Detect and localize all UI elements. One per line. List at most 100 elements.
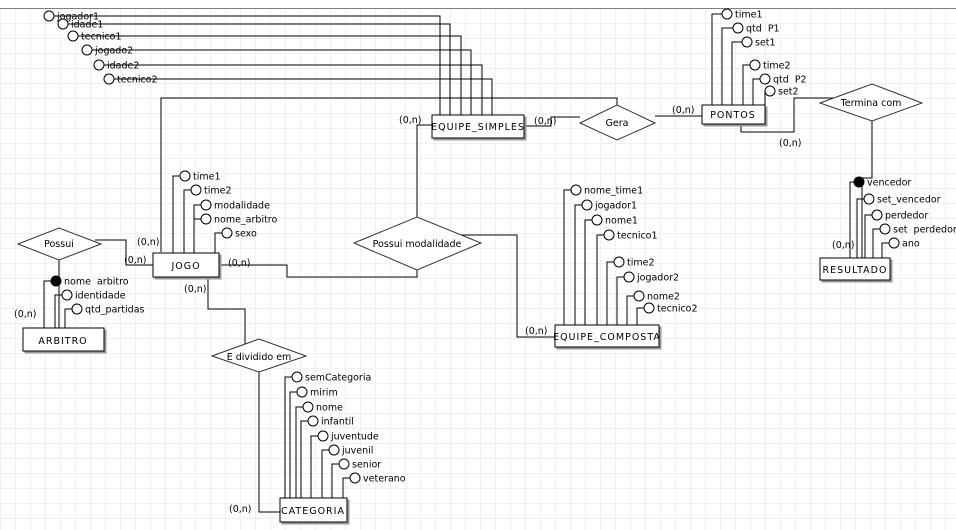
attribute-icon xyxy=(81,44,93,56)
attribute-label: jogador1 xyxy=(594,201,637,212)
entity-arbitro[interactable]: ARBITRO xyxy=(22,327,105,352)
line-jogo-possuimod xyxy=(219,264,418,278)
attribute-equipe_composta[interactable]: tecnico1 xyxy=(596,229,658,325)
entity-categoria[interactable]: CATEGORIA xyxy=(279,497,348,523)
attribute-label: juventude xyxy=(330,432,379,443)
entity-pontos[interactable]: PONTOS xyxy=(701,104,766,125)
attribute-label: time1 xyxy=(735,10,763,21)
relationship-possui-modalidade[interactable]: Possui modalidade xyxy=(352,216,483,271)
attribute-equipe_composta[interactable]: nome_time1 xyxy=(563,184,643,325)
relationship-gera[interactable]: Gera xyxy=(578,104,657,141)
attribute-connector xyxy=(596,234,604,325)
attribute-connector xyxy=(193,218,201,253)
attribute-label: set_vencedor xyxy=(877,195,941,206)
attribute-connector xyxy=(183,189,191,253)
attribute-equipe_simples[interactable]: jogador1 xyxy=(43,10,441,115)
attribute-label: time2 xyxy=(204,186,232,197)
entity-equipe-composta[interactable]: EQUIPE_COMPOSTA xyxy=(553,324,661,348)
attribute-label: time2 xyxy=(627,258,655,269)
attribute-icon xyxy=(623,271,635,283)
attribute-equipe_composta[interactable]: nome2 xyxy=(626,290,680,325)
attribute-categoria[interactable]: nome xyxy=(295,401,343,498)
attribute-connector xyxy=(711,13,722,105)
entity-label: PONTOS xyxy=(710,110,756,121)
cardinality-jogo-possui: (0,n) xyxy=(124,255,147,266)
attribute-jogo[interactable]: time1 xyxy=(172,170,221,253)
attribute-connector xyxy=(193,204,201,253)
attribute-connector xyxy=(616,276,624,325)
attribute-connector xyxy=(214,232,222,253)
attribute-icon xyxy=(307,415,319,427)
cardinality-pontos-termina: (0,n) xyxy=(779,138,802,149)
attribute-arbitro[interactable]: qtd_partidas xyxy=(64,303,145,328)
attribute-connector xyxy=(864,214,872,258)
entity-equipe-simples[interactable]: EQUIPE_SIMPLES xyxy=(431,114,525,139)
attribute-equipe_composta[interactable]: nome1 xyxy=(584,214,638,325)
attribute-equipe_composta[interactable]: jogador1 xyxy=(574,199,637,325)
line-pontos-termina xyxy=(740,97,836,133)
attribute-label: tecnico1 xyxy=(81,32,122,43)
attribute-pontos[interactable]: set2 xyxy=(764,85,799,105)
relationship-termina-com[interactable]: Termina com xyxy=(818,83,924,122)
attribute-pontos[interactable]: time1 xyxy=(711,8,763,105)
attribute-label: nome_time1 xyxy=(584,186,643,197)
attribute-jogo[interactable]: time2 xyxy=(183,184,232,253)
entity-label: CATEGORIA xyxy=(281,506,345,517)
cardinality-equipe-composta: (0,n) xyxy=(525,326,548,337)
attribute-pontos[interactable]: set1 xyxy=(731,36,776,105)
attribute-categoria[interactable]: senior xyxy=(331,458,381,498)
attribute-resultado[interactable]: set_vencedor xyxy=(856,193,941,258)
attribute-jogo[interactable]: modalidade xyxy=(193,199,270,253)
attribute-icon xyxy=(863,193,875,205)
entity-jogo[interactable]: JOGO xyxy=(152,252,220,278)
attribute-label: qtd P1 xyxy=(746,24,780,35)
attribute-arbitro[interactable]: identidade xyxy=(54,289,126,328)
relationship-possui[interactable]: Possui xyxy=(16,227,103,261)
attribute-label: juvenil xyxy=(341,446,373,457)
attribute-categoria[interactable]: veterano xyxy=(342,472,406,498)
attribute-equipe_simples[interactable]: idade1 xyxy=(57,18,451,115)
attribute-jogo[interactable]: sexo xyxy=(214,227,257,253)
attribute-equipe_composta[interactable]: jogador2 xyxy=(616,271,679,325)
line-dividido-categoria xyxy=(258,372,280,513)
attribute-categoria[interactable]: semCategoria xyxy=(284,371,371,498)
attribute-connector xyxy=(849,181,854,258)
cardinality-jogo-possuimod: (0,n) xyxy=(228,258,251,269)
attribute-resultado[interactable]: set perdedor xyxy=(872,223,956,258)
attribute-connector xyxy=(721,27,733,105)
attribute-categoria[interactable]: juvenil xyxy=(321,444,373,498)
attribute-pontos[interactable]: qtd P1 xyxy=(721,22,780,105)
attribute-resultado[interactable]: vencedor xyxy=(849,176,911,258)
attribute-resultado[interactable]: perdedor xyxy=(864,209,928,258)
attribute-categoria[interactable]: infantil xyxy=(300,415,354,498)
attribute-label: nome xyxy=(316,403,343,414)
attribute-resultado[interactable]: ano xyxy=(881,237,920,258)
attribute-equipe_simples[interactable]: tecnico1 xyxy=(67,30,462,115)
cardinality-jogo-dividido: (0,n) xyxy=(184,284,207,295)
entity-resultado[interactable]: RESULTADO xyxy=(819,257,891,281)
attribute-categoria[interactable]: juventude xyxy=(310,430,379,498)
relationship-e-dividido-em[interactable]: E dividido em xyxy=(210,338,308,373)
attribute-equipe_simples[interactable]: jogado2 xyxy=(81,44,472,115)
attribute-equipe_composta[interactable]: tecnico2 xyxy=(636,302,698,325)
attribute-label: senior xyxy=(352,460,381,471)
attribute-icon xyxy=(643,302,655,314)
attribute-equipe_simples[interactable]: idade2 xyxy=(93,59,483,115)
line-jogo-dividido xyxy=(207,278,246,345)
attribute-icon xyxy=(721,8,733,20)
attribute-connector xyxy=(742,64,750,105)
attribute-icon xyxy=(103,73,115,85)
attribute-pontos[interactable]: time2 xyxy=(742,59,791,105)
attribute-icon xyxy=(71,303,83,315)
attribute-arbitro[interactable]: nome arbitro xyxy=(43,275,129,328)
attribute-pontos[interactable]: qtd P2 xyxy=(752,73,807,105)
attribute-equipe_composta[interactable]: time2 xyxy=(606,256,655,325)
attribute-jogo[interactable]: nome_arbitro xyxy=(193,213,278,253)
cardinality-categoria: (0,n) xyxy=(229,504,252,515)
entity-label: ARBITRO xyxy=(38,336,87,347)
attribute-categoria[interactable]: mirim xyxy=(289,386,338,498)
attribute-equipe_simples[interactable]: tecnico2 xyxy=(103,73,493,115)
attributes-layer: jogador1idade1tecnico1jogado2idade2tecni… xyxy=(43,8,956,498)
attribute-connector xyxy=(68,35,462,115)
